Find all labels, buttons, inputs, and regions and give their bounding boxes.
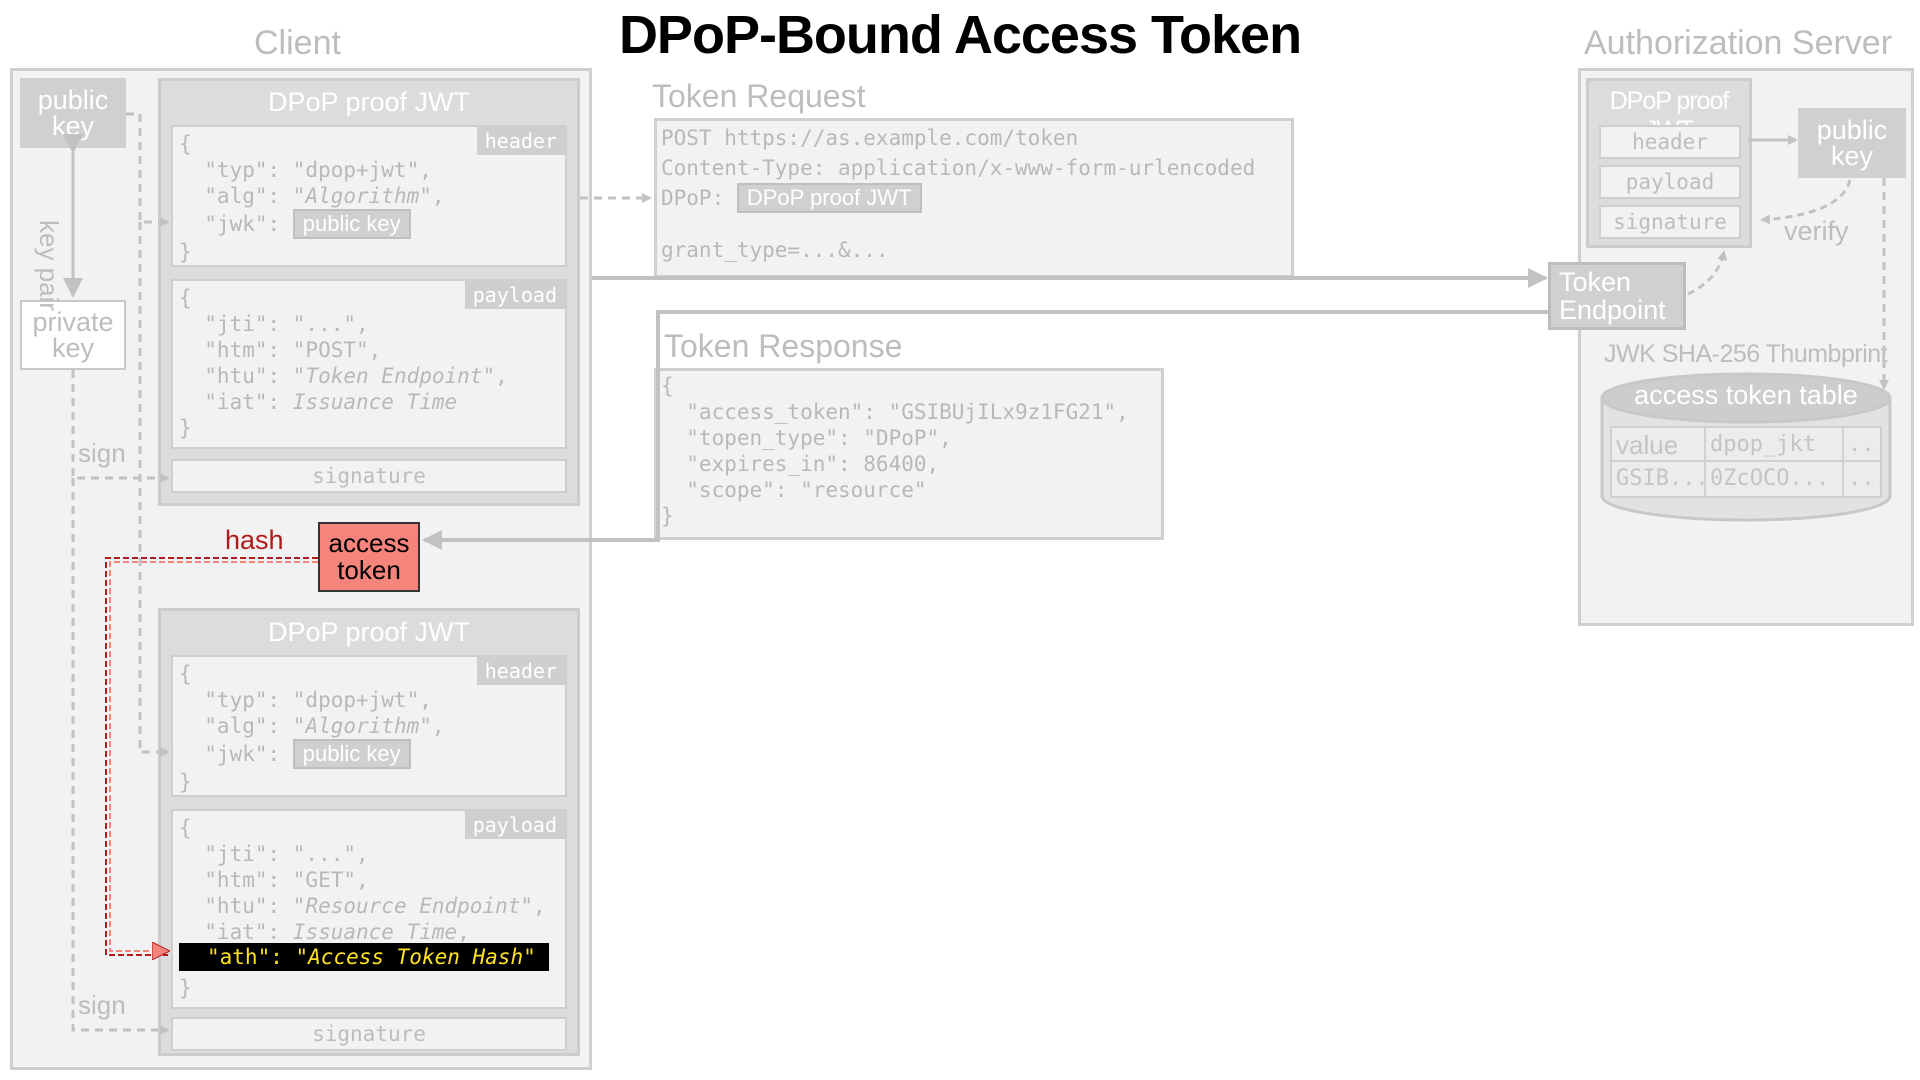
jwt1-header: header { "typ": "dpop+jwt", "alg": "Algo… <box>171 125 567 267</box>
endpoint-to-as-jwt <box>1687 250 1728 296</box>
table-header-cell: value <box>1612 428 1706 462</box>
jwt1-header-code: { "typ": "dpop+jwt", "alg": "Algorithm",… <box>179 131 445 265</box>
code-line: "typ": "dpop+jwt", <box>179 158 432 182</box>
code-line: { <box>179 662 192 686</box>
code-line: "jwk": public key <box>179 739 445 769</box>
diagram-title: DPoP-Bound Access Token <box>618 5 1302 65</box>
jwt2-payload-code: { "jti": "...", "htm": "GET", "htu": "Re… <box>179 815 546 945</box>
jwt1-payload-code: { "jti": "...", "htm": "POST", "htu": "T… <box>179 285 508 441</box>
hash-label: hash <box>225 525 284 555</box>
jwk-public-key-pill: public key <box>292 739 411 769</box>
jwk-public-key-pill: public key <box>292 209 411 239</box>
code-line: "topen_type": "DPoP", <box>661 426 952 450</box>
client-label: Client <box>254 24 341 62</box>
token-response-label: Token Response <box>664 328 903 364</box>
jwt2-payload-close: } <box>179 976 192 1000</box>
as-header: header <box>1599 125 1741 159</box>
code-line: } <box>179 240 192 264</box>
token-request-label: Token Request <box>652 78 866 114</box>
as-payload: payload <box>1599 165 1741 199</box>
code-line: "scope": "resource" <box>661 478 927 502</box>
table-header-cell: dpop_jkt <box>1706 428 1844 462</box>
token-response-box: { "access_token": "GSIBUjILx9z1FG21", "t… <box>654 368 1164 540</box>
public-key-to-jwk-2 <box>138 222 170 757</box>
thumbprint-label: JWK SHA-256 Thumbprint <box>1604 340 1888 368</box>
dpop-proof-jwt-2: DPoP proof JWT header { "typ": "dpop+jwt… <box>158 608 580 1056</box>
code-line: "htm": "GET", <box>179 868 369 892</box>
code-line: "htu": "Resource Endpoint", <box>179 894 546 918</box>
jwt2-header-tag: header <box>476 657 565 685</box>
public-key-to-jwk-1 <box>126 112 170 227</box>
jwt2-payload: payload { "jti": "...", "htm": "GET", "h… <box>171 809 567 1009</box>
jwt1-title: DPoP proof JWT <box>267 87 471 117</box>
table-header-cell: ... <box>1844 428 1880 462</box>
token-response-arrow <box>422 310 1548 550</box>
as-signature: signature <box>1599 205 1741 239</box>
jwt1-payload: payload { "jti": "...", "htm": "POST", "… <box>171 279 567 449</box>
code-line: "jti": "...", <box>179 842 369 866</box>
dpop-proof-jwt-1: DPoP proof JWT header { "typ": "dpop+jwt… <box>158 78 580 506</box>
jwt1-signature: signature <box>171 459 567 493</box>
jwt2-title: DPoP proof JWT <box>267 617 471 647</box>
code-line: } <box>661 504 674 528</box>
code-line: "htu": "Token Endpoint", <box>179 364 508 388</box>
dpop-header-pill: DPoP proof JWT <box>736 183 922 213</box>
verify-arrow <box>1760 179 1852 225</box>
code-line: "iat": Issuance Time <box>179 390 458 414</box>
sign-label-2: sign <box>78 990 126 1020</box>
code-line: "access_token": "GSIBUjILx9z1FG21", <box>661 400 1129 424</box>
hash-arrow <box>105 557 318 956</box>
client-private-key: private key <box>20 300 126 370</box>
code-line: { <box>661 374 674 398</box>
code-line: { <box>179 816 192 840</box>
jwt1-header-tag: header <box>476 127 565 155</box>
jwt2-payload-tag: payload <box>464 811 565 839</box>
access-token-table-title: access token table <box>1634 380 1858 410</box>
as-public-key: public key <box>1798 108 1906 178</box>
as-jwt-title: DPoP proof JWT <box>1609 87 1730 144</box>
code-line: DPoP: DPoP proof JWT <box>661 183 1255 213</box>
code-line: "htm": "POST", <box>179 338 382 362</box>
code-line: { <box>179 286 192 310</box>
code-line: "alg": "Algorithm", <box>179 714 445 738</box>
code-line: "alg": "Algorithm", <box>179 184 445 208</box>
jwt2-header: header { "typ": "dpop+jwt", "alg": "Algo… <box>171 655 567 797</box>
auth-server-label: Authorization Server <box>1584 24 1893 62</box>
code-line: } <box>179 416 192 440</box>
access-token-box: access token <box>318 522 420 592</box>
code-line: "jwk": public key <box>179 209 445 239</box>
code-line: { <box>179 132 192 156</box>
jwt1-payload-tag: payload <box>464 281 565 309</box>
code-line: "typ": "dpop+jwt", <box>179 688 432 712</box>
access-token-table-grid: value dpop_jkt ... GSIB... 0ZcOCO... ... <box>1610 426 1882 498</box>
table-cell: GSIB... <box>1612 462 1706 496</box>
token-endpoint: Token Endpoint <box>1548 262 1686 330</box>
code-line: grant_type=...&... <box>661 238 889 262</box>
code-line: } <box>179 770 192 794</box>
code-line: "jti": "...", <box>179 312 369 336</box>
sign-label-1: sign <box>78 438 126 468</box>
code-line: "iat": Issuance Time, <box>179 920 470 944</box>
token-response-code: { "access_token": "GSIBUjILx9z1FG21", "t… <box>661 373 1129 529</box>
sign-arrow-2 <box>71 478 170 1035</box>
code-line: "expires_in": 86400, <box>661 452 940 476</box>
code-line: Content-Type: application/x-www-form-url… <box>661 156 1256 180</box>
code-line: POST https://as.example.com/token <box>661 126 1079 150</box>
sign-arrow-1 <box>71 370 170 483</box>
as-dpop-proof-jwt: DPoP proof JWT header payload signature <box>1586 78 1752 248</box>
verify-label: verify <box>1784 216 1849 246</box>
jwt2-header-code: { "typ": "dpop+jwt", "alg": "Algorithm",… <box>179 661 445 795</box>
table-cell: ... <box>1848 466 1880 491</box>
ath-claim-highlight: "ath": "Access Token Hash" <box>179 943 549 971</box>
jwt2-signature: signature <box>171 1017 567 1051</box>
table-cell: 0ZcOCO... <box>1706 462 1844 496</box>
